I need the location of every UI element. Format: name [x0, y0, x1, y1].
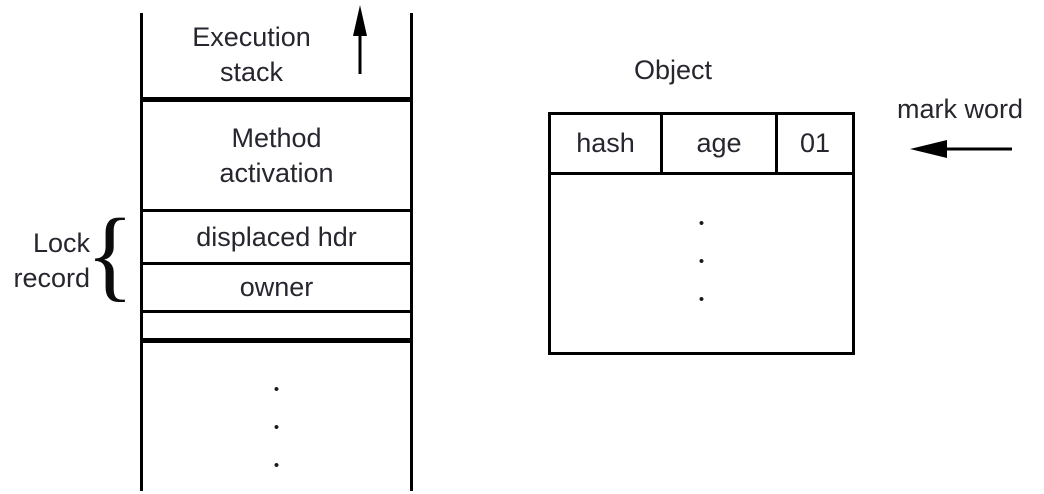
owner-label: owner	[239, 272, 314, 303]
object-body: • • •	[551, 175, 852, 355]
object-ellipsis: • • •	[551, 205, 852, 319]
left-arrow-icon	[910, 140, 1012, 158]
execution-stack-column: Execution stack Method activation displa…	[140, 13, 413, 491]
stack-divider-2	[143, 262, 410, 265]
curly-brace-icon: {	[86, 197, 134, 312]
stack-divider-thick-top	[143, 97, 410, 102]
stack-row-method-activation: Method activation	[143, 102, 410, 209]
object-mark-word-row: hash age 01	[551, 115, 852, 175]
execution-stack-title-text: Execution stack	[192, 22, 311, 87]
stack-row-displaced-hdr: displaced hdr	[143, 212, 410, 262]
stack-divider-thick-bottom	[143, 338, 410, 343]
lock-record-line2: record	[13, 262, 90, 293]
ellipsis-dot: •	[698, 291, 705, 308]
ellipsis-dot: •	[273, 457, 280, 474]
stack-row-owner: owner	[143, 265, 410, 310]
ellipsis-dot: •	[698, 253, 705, 270]
hash-cell: hash	[551, 115, 663, 172]
stack-divider-1	[143, 209, 410, 212]
age-cell: age	[663, 115, 778, 172]
execution-stack-title: Execution stack	[143, 13, 410, 97]
stack-divider-3	[143, 310, 410, 313]
up-arrow-icon	[353, 5, 367, 74]
ellipsis-dot: •	[273, 419, 280, 436]
lock-record-label: Lock record	[0, 226, 90, 295]
ellipsis-dot: •	[698, 215, 705, 232]
stack-ellipsis: • • •	[143, 371, 410, 485]
method-activation-label: Method activation	[219, 122, 334, 188]
tag-bits-cell: 01	[799, 128, 831, 158]
displaced-hdr-label: displaced hdr	[196, 221, 357, 252]
object-title: Object	[633, 55, 713, 85]
ellipsis-dot: •	[273, 381, 280, 398]
mark-word-label: mark word	[896, 94, 1024, 124]
object-box: hash age 01 • • •	[548, 112, 855, 355]
lock-record-line1: Lock	[32, 228, 90, 258]
